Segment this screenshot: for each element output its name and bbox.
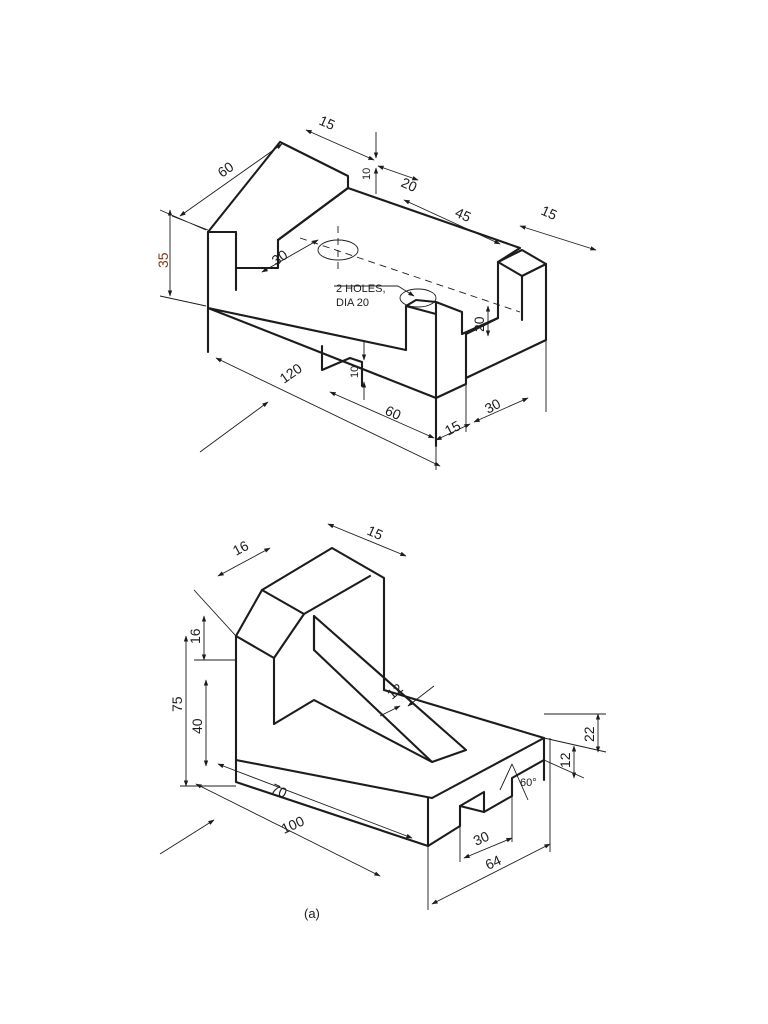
- dim-45: 45: [453, 204, 474, 225]
- dim-120: 120: [277, 360, 305, 387]
- dim-20-top: 20: [399, 174, 420, 195]
- dim-40: 40: [189, 718, 205, 734]
- dim-22: 22: [581, 726, 597, 742]
- dim-30-bottom: 30: [482, 395, 503, 417]
- note-holes-line1: 2 HOLES,: [336, 283, 386, 295]
- dim-16-left: 16: [187, 628, 203, 644]
- dim-10: 10: [361, 168, 373, 180]
- dim-15-top: 15: [365, 522, 386, 543]
- dimension-lines-upper: [159, 129, 597, 470]
- dim-75: 75: [169, 696, 185, 712]
- hole-right-icon: [399, 288, 437, 308]
- dimension-lines-lower: [159, 523, 607, 910]
- dim-60-degrees: 60°: [520, 777, 537, 789]
- dim-15-bottom: 15: [442, 417, 463, 439]
- dim-10-bottom: 10: [349, 366, 361, 378]
- figure-caption: (a): [304, 906, 320, 921]
- dim-20-slot: 20: [471, 316, 487, 332]
- note-holes-line2: DIA 20: [336, 297, 369, 309]
- dim-30-hole: 30: [269, 246, 291, 268]
- dim-12-rib: 12: [384, 680, 406, 702]
- dim-15-top: 15: [317, 112, 338, 133]
- isometric-view-upper: 60 15 10 20 45 15 35 30 20 10 120 60 15 …: [155, 112, 597, 470]
- dim-16-top: 16: [230, 537, 251, 559]
- dim-60-bottom: 60: [383, 402, 404, 423]
- isometric-view-lower: 16 15 16 75 40 12 22 12 60° 70 100 30 64: [159, 522, 607, 910]
- dim-30: 30: [471, 828, 492, 849]
- dim-15-right: 15: [539, 202, 560, 223]
- dim-12-right: 12: [557, 752, 573, 768]
- dim-100: 100: [279, 813, 307, 837]
- dim-60: 60: [215, 158, 237, 180]
- dim-64: 64: [483, 852, 504, 873]
- dimension-labels-lower: 16 15 16 75 40 12 22 12 60° 70 100 30 64: [169, 522, 597, 873]
- dim-35: 35: [155, 252, 171, 268]
- dim-70: 70: [269, 780, 290, 801]
